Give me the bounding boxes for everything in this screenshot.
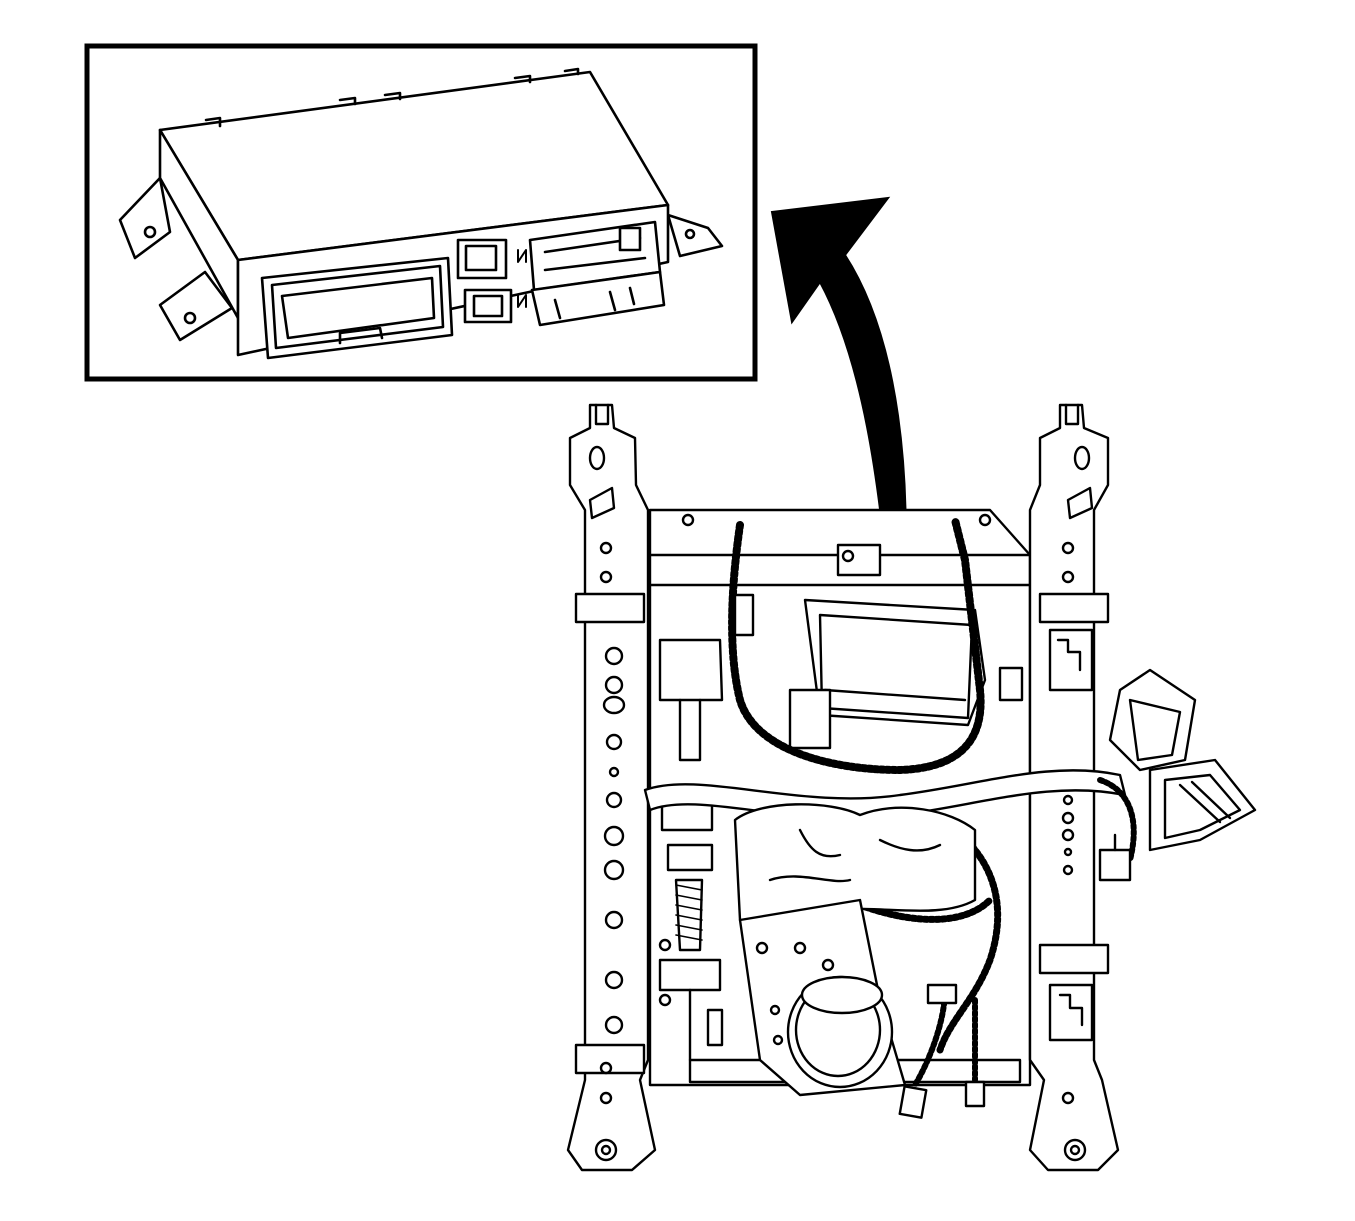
control-module-icon — [118, 67, 724, 360]
seat-frame-icon — [566, 403, 1257, 1172]
curved-arrow-icon — [770, 196, 907, 611]
